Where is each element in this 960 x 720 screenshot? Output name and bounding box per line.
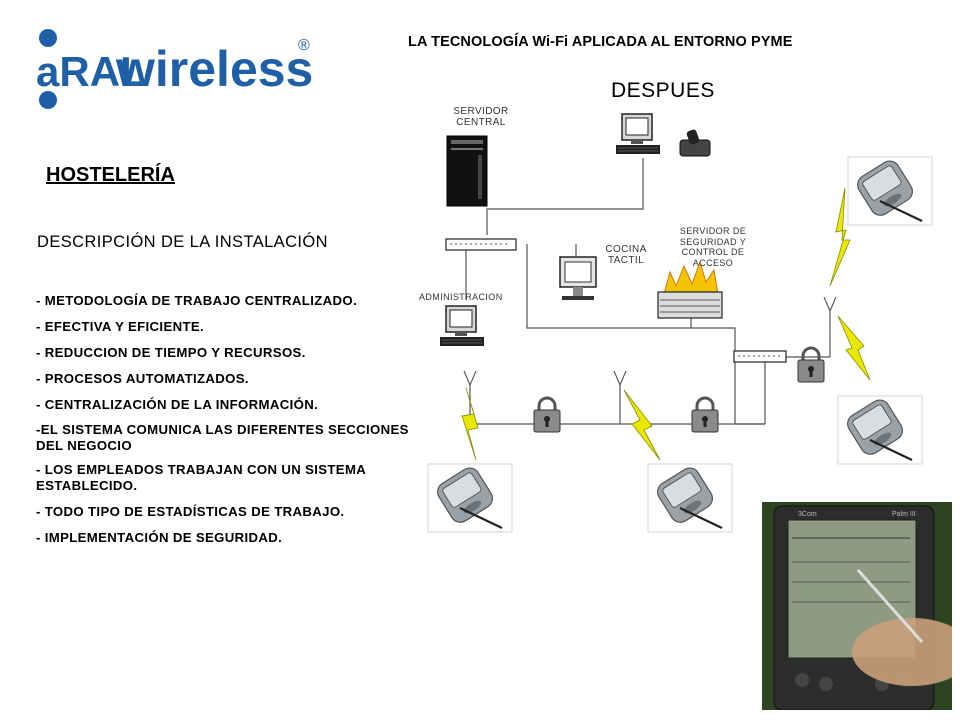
lock-icon-2: [690, 396, 720, 434]
bullet-4: - PROCESOS AUTOMATIZADOS.: [36, 371, 249, 386]
photo-model: Palm III: [892, 511, 916, 518]
diagram-title: DESPUES: [611, 79, 715, 102]
lock-icon-3: [796, 346, 826, 384]
antenna-icon-2: [613, 370, 627, 386]
antenna-icon-3: [823, 296, 837, 312]
bullet-7: - LOS EMPLEADOS TRABAJAN CON UN SISTEMA …: [36, 462, 366, 493]
wireless-signals: [461, 187, 871, 461]
photo-brand: 3Com: [798, 511, 817, 518]
server-label: SERVIDOR CENTRAL: [453, 106, 509, 128]
wireless-bolt-icon-2: [623, 389, 661, 461]
logo-wireless: wireless: [115, 41, 313, 97]
telephone-icon: [679, 129, 711, 157]
workstation-icon: [615, 113, 661, 155]
pda-icon-2: [836, 394, 924, 466]
bullet-2: - EFECTIVA Y EFICIENTE.: [36, 319, 205, 334]
bullet-1: - METODOLOGÍA DE TRABAJO CENTRALIZADO.: [36, 293, 358, 308]
security-server-label: SERVIDOR DE SEGURIDAD Y CONTROL DE ACCES…: [679, 226, 747, 268]
aral-wireless-logo: aRAL wireless ®: [36, 28, 326, 118]
section-title: HOSTELERÍA: [46, 164, 175, 186]
logo-a: aRAL: [36, 48, 146, 95]
admin-computer-icon: [439, 305, 485, 347]
bullet-5: - CENTRALIZACIÓN DE LA INFORMACIÓN.: [36, 397, 319, 412]
network-cables: [465, 158, 831, 425]
wireless-bolt-icon-4: [837, 315, 871, 381]
pda-icon-1: [846, 155, 934, 227]
central-server-icon: [446, 135, 488, 207]
touch-screen-icon: [559, 256, 597, 300]
wireless-bolt-icon-1: [461, 387, 479, 461]
bullet-9: - IMPLEMENTACIÓN DE SEGURIDAD.: [36, 530, 283, 545]
description-heading: DESCRIPCIÓN DE LA INSTALACIÓN: [37, 233, 328, 251]
feature-list: - METODOLOGÍA DE TRABAJO CENTRALIZADO. -…: [36, 293, 436, 546]
kitchen-label: COCINA TACTIL: [605, 244, 647, 266]
admin-label: ADMINISTRACION: [419, 292, 503, 302]
lock-icon-1: [532, 396, 562, 434]
logo-registered-mark: ®: [298, 37, 310, 54]
firewall-server-icon: [657, 260, 723, 319]
bullet-6: -EL SISTEMA COMUNICA LAS DIFERENTES SECC…: [36, 422, 409, 453]
bullet-3: - REDUCCION DE TIEMPO Y RECURSOS.: [36, 345, 306, 360]
wireless-bolt-icon-3: [829, 187, 851, 287]
page-title: LA TECNOLOGÍA Wi-Fi APLICADA AL ENTORNO …: [408, 34, 793, 50]
pda-photo: 3Com Palm III: [762, 502, 960, 711]
pda-icon-3: [426, 462, 514, 534]
bullet-8: - TODO TIPO DE ESTADÍSTICAS DE TRABAJO.: [36, 504, 345, 519]
pda-icon-4: [646, 462, 734, 534]
antenna-icon-1: [463, 370, 477, 386]
